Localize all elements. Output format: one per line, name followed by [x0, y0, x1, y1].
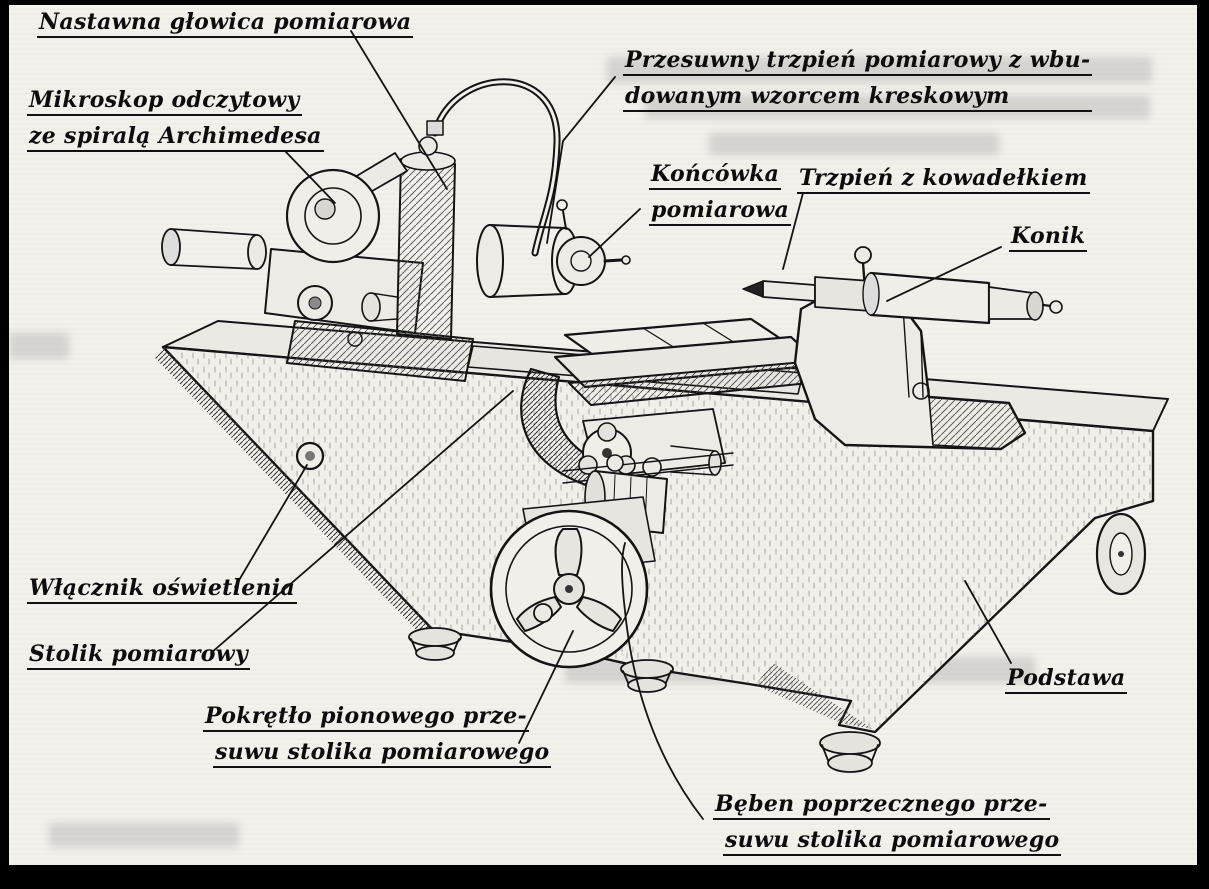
sliding-spindle-shape — [476, 199, 631, 298]
label-line: Włącznik oświetlenia — [27, 577, 298, 604]
label-line: Końcówka — [649, 163, 782, 190]
label-line: Trzpień z kowadełkiem — [797, 167, 1090, 194]
label-measuring-head: Nastawna głowica pomiarowa — [37, 11, 414, 38]
leader-measuring-table — [210, 390, 514, 654]
label-line: pomiarowa — [649, 199, 792, 226]
label-sliding-spindle: Przesuwny trzpień pomiarowy z wbu- dowan… — [623, 49, 1093, 112]
label-line: suwu stolika pomiarowego — [213, 741, 552, 768]
label-transverse-drum: Bęben poprzecznego prze- suwu stolika po… — [713, 793, 1062, 856]
print-bleed-artifact — [607, 57, 1152, 83]
label-measuring-table: Stolik pomiarowy — [27, 643, 251, 670]
leader-measuring-head — [350, 30, 448, 190]
leader-measuring-tip — [588, 208, 641, 258]
anvil-spindle-shape — [742, 271, 1063, 325]
instrument-diagram — [155, 30, 1169, 820]
leader-transverse-drum — [621, 542, 704, 820]
label-tailstock: Konik — [1009, 225, 1088, 252]
figure-canvas: Nastawna głowica pomiarowa Mikroskop odc… — [9, 5, 1197, 865]
print-bleed-artifact — [645, 95, 1150, 119]
print-bleed-artifact — [709, 133, 999, 155]
microscope-shape — [161, 168, 398, 347]
leader-lines — [210, 30, 1012, 820]
label-microscope: Mikroskop odczytowy ze spiralą Archimede… — [27, 89, 324, 152]
label-base: Podstawa — [1005, 667, 1128, 694]
label-line: suwu stolika pomiarowego — [723, 829, 1062, 856]
leader-tailstock — [886, 246, 1002, 302]
leader-base — [964, 580, 1012, 664]
label-line: Konik — [1009, 225, 1088, 252]
label-line: Bęben poprzecznego prze- — [713, 793, 1050, 820]
label-measuring-tip: Końcówka pomiarowa — [649, 163, 792, 226]
label-line: Mikroskop odczytowy — [27, 89, 302, 116]
label-line: Nastawna głowica pomiarowa — [37, 11, 414, 38]
label-light-switch: Włącznik oświetlenia — [27, 577, 298, 604]
label-anvil-spindle: Trzpień z kowadełkiem — [797, 167, 1090, 194]
base-wheel-shape — [1095, 512, 1147, 596]
light-switch-shape — [295, 441, 325, 471]
leader-anvil-spindle — [782, 192, 804, 270]
leader-sliding-spindle — [546, 76, 616, 244]
label-line: dowanym wzorcem kreskowym — [623, 85, 1093, 112]
label-vertical-knob: Pokrętło pionowego prze- suwu stolika po… — [203, 705, 552, 768]
label-line: Podstawa — [1005, 667, 1128, 694]
leader-microscope — [284, 150, 336, 204]
leader-vertical-knob — [518, 630, 574, 744]
print-bleed-artifact — [9, 333, 69, 359]
print-bleed-artifact — [49, 823, 239, 847]
leader-light-switch — [234, 464, 308, 588]
label-line: Przesuwny trzpień pomiarowy z wbu- — [623, 49, 1093, 76]
measuring-table-shape — [520, 317, 830, 487]
vertical-feed-handwheel-shape — [489, 496, 656, 669]
label-line: Stolik pomiarowy — [27, 643, 251, 670]
label-line: ze spiralą Archimedesa — [27, 125, 324, 152]
label-line: Pokrętło pionowego prze- — [203, 705, 529, 732]
